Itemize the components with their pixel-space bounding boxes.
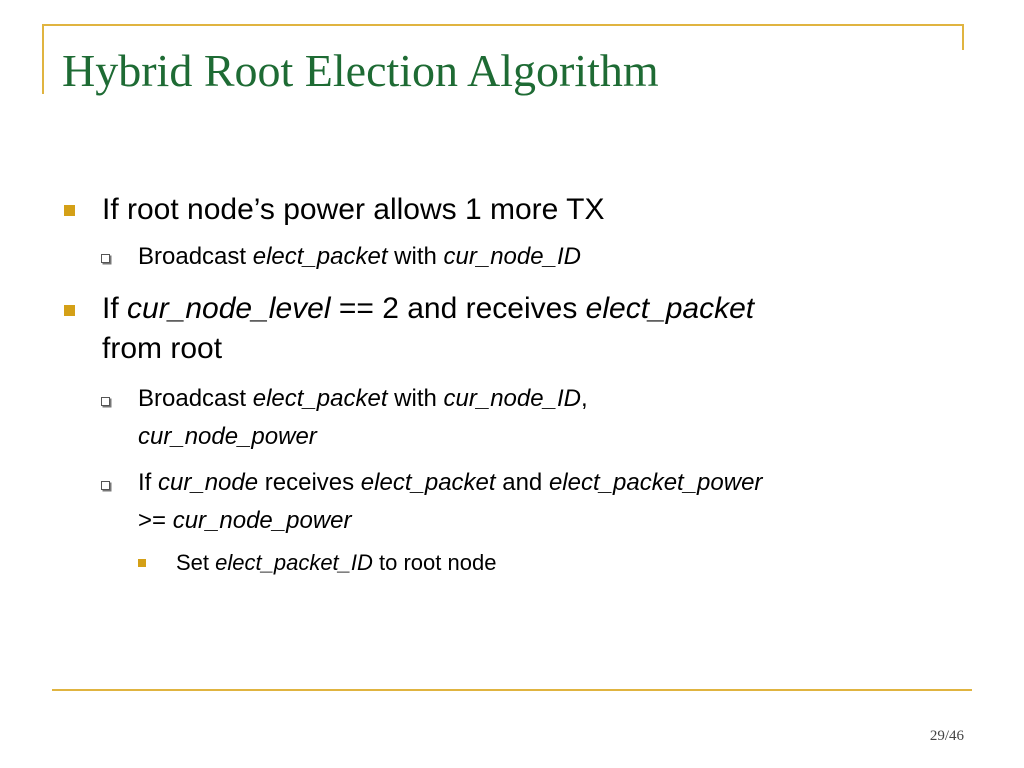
box-bullet-icon: [101, 481, 110, 490]
frame-right-line: [962, 24, 964, 50]
square-bullet-icon: [64, 305, 75, 316]
box-bullet-icon: [101, 397, 110, 406]
bullet-item: If root node’s power allows 1 more TX: [102, 193, 605, 226]
square-bullet-icon: [64, 205, 75, 216]
slide-title: Hybrid Root Election Algorithm: [62, 45, 659, 96]
footer-divider: [52, 689, 972, 691]
box-bullet-icon: [101, 254, 110, 263]
sub-bullet-item: Broadcast elect_packet with cur_node_ID: [138, 243, 581, 270]
frame-left-line: [42, 24, 44, 94]
page-number: 29/46: [929, 728, 964, 744]
sub-bullet-item: Broadcast elect_packet with cur_node_ID,…: [138, 385, 588, 450]
square-bullet-icon: [138, 559, 146, 567]
sub-bullet-item: If cur_node receives elect_packet and el…: [138, 469, 763, 534]
bullet-item: If cur_node_level == 2 and receives elec…: [102, 292, 755, 365]
frame-top-line: [42, 24, 964, 26]
sub-sub-bullet-item: Set elect_packet_ID to root node: [176, 550, 497, 575]
